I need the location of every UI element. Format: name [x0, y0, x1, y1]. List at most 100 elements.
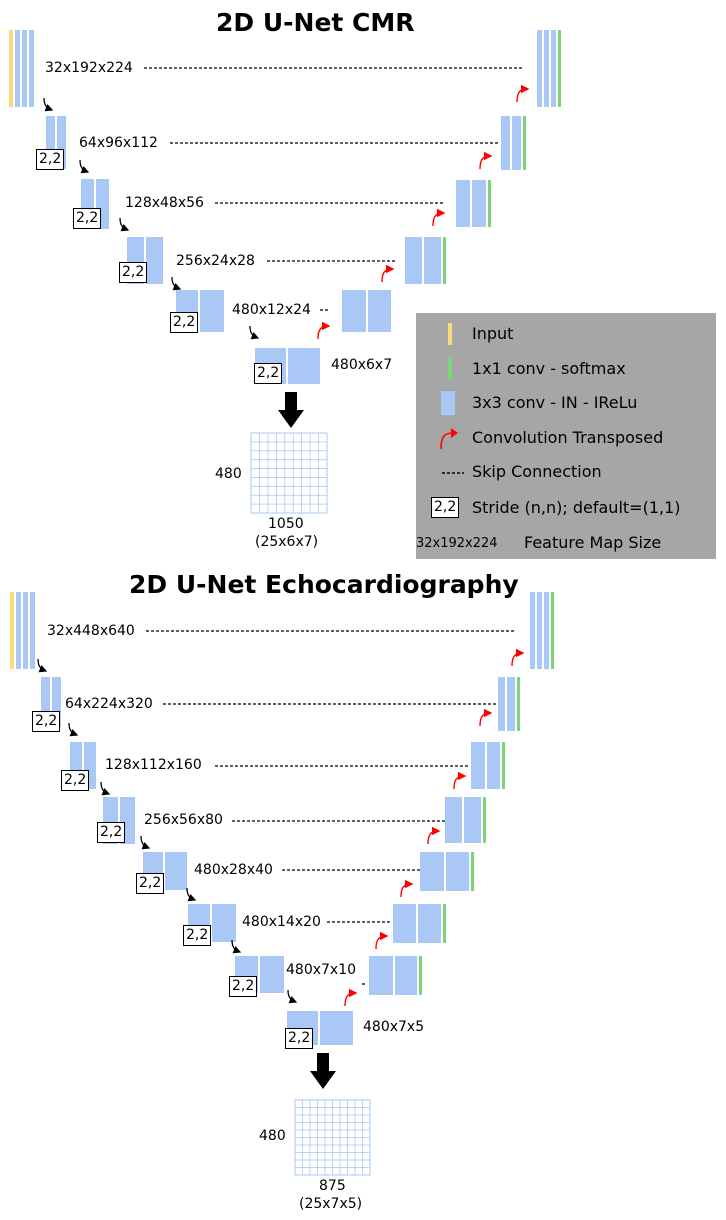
legend-label: 3x3 conv - IN - IReLu: [472, 393, 638, 412]
echo-decoder-block: [537, 592, 542, 669]
cmr-encoder-block: [29, 30, 34, 107]
echo-level-label: 480x28x40: [194, 862, 273, 878]
echo-decoder-block: [551, 592, 554, 669]
legend-item-transposed: Convolution Transposed: [416, 425, 716, 451]
echo-decoder-block: [507, 677, 515, 731]
upsample-arrow: [479, 708, 493, 727]
echo-decoder-block: [420, 852, 444, 891]
upsample-arrow: [317, 321, 331, 340]
cmr-decoder-block: [443, 237, 446, 284]
input-swatch: [448, 323, 452, 345]
upsample-arrow: [516, 84, 530, 103]
cmr-stride-box: 2,2: [119, 262, 148, 283]
legend-item-feature-map: 32x192x224 Feature Map Size: [416, 530, 716, 556]
downsample-arrow: [79, 159, 90, 174]
legend-item-skip: Skip Connection: [416, 459, 716, 485]
echo-level-label: 480x7x10: [286, 962, 357, 978]
cmr-bottleneck-label: 480x6x7: [331, 357, 393, 373]
echo-decoder-block: [471, 852, 474, 891]
cmr-decoder-block: [405, 237, 422, 284]
upsample-arrow: [427, 826, 441, 845]
upsample-arrow: [400, 879, 414, 898]
echo-encoder-block: [30, 592, 35, 669]
cmr-decoder-block: [501, 116, 510, 170]
cmr-stride-box: 2,2: [73, 208, 102, 229]
legend-label: Feature Map Size: [524, 533, 662, 552]
echo-decoder-block: [483, 797, 486, 843]
cmr-decoder-block: [342, 290, 366, 332]
upsample-arrow: [381, 264, 395, 283]
echo-decoder-block: [544, 592, 549, 669]
downsample-arrow: [37, 658, 48, 673]
echo-decoder-block: [443, 904, 446, 943]
cmr-level-label: 32x192x224: [45, 60, 133, 76]
echo-grid-cols-label: 875: [319, 1178, 346, 1194]
legend-label: Input: [472, 324, 514, 343]
legend-panel: Input 1x1 conv - softmax 3x3 conv - IN -…: [416, 313, 716, 559]
legend-item-input: Input: [416, 321, 716, 347]
cmr-decoder-block: [424, 237, 441, 284]
echo-stride-box: 2,2: [32, 711, 61, 732]
echo-stride-box: 2,2: [229, 976, 258, 997]
echo-encoder-block: [165, 852, 187, 890]
conv-block-swatch: [441, 391, 455, 415]
echo-decoder-block: [471, 742, 485, 789]
cmr-encoder-block: [15, 30, 20, 107]
output-grid: [250, 432, 328, 514]
cmr-encoder-block: [200, 290, 224, 332]
cmr-decoder-block: [523, 116, 526, 170]
downsample-arrow: [100, 781, 111, 796]
echo-level-label: 64x224x320: [65, 696, 153, 712]
legend-feature-map-example: 32x192x224: [416, 536, 498, 551]
echo-decoder-block: [464, 797, 481, 843]
cmr-decoder-block: [456, 180, 470, 227]
echo-decoder-block: [393, 904, 416, 943]
echo-stride-box: 2,2: [136, 873, 165, 894]
cmr-level-label: 480x12x24: [232, 302, 311, 318]
echo-grid-rows-label: 480: [259, 1128, 286, 1144]
cmr-decoder-block: [512, 116, 521, 170]
echo-stride-box: 2,2: [61, 770, 90, 791]
echo-level-label: 480x14x20: [242, 914, 321, 930]
legend-stride-box: 2,2: [431, 497, 460, 518]
cmr-decoder-block: [558, 30, 561, 107]
echo-encoder-block: [23, 592, 28, 669]
echo-decoder-block: [498, 677, 505, 731]
cmr-level-label: 128x48x56: [125, 195, 204, 211]
cmr-decoder-block: [368, 290, 391, 332]
upsample-arrow: [479, 151, 493, 170]
cmr-grid-sub-label: (25x6x7): [255, 534, 319, 550]
legend-item-stride: 2,2 Stride (n,n); default=(1,1): [416, 495, 716, 521]
echo-decoder-block: [446, 852, 469, 891]
cmr-decoder-block: [537, 30, 542, 107]
flatten-arrow: [278, 392, 304, 428]
upsample-arrow: [453, 771, 467, 790]
cmr-stride-box: 2,2: [170, 312, 199, 333]
echo-encoder-block: [16, 592, 21, 669]
echo-stride-box: 2,2: [97, 822, 126, 843]
downsample-arrow: [140, 835, 151, 850]
echo-decoder-block: [517, 677, 520, 731]
echo-encoder-block: [212, 904, 236, 942]
cmr-encoder-block: [9, 30, 13, 107]
echo-stride-box: 2,2: [285, 1028, 314, 1049]
echo-decoder-block: [418, 904, 441, 943]
echo-level-label: 32x448x640: [47, 623, 135, 639]
cmr-encoder-block: [22, 30, 27, 107]
cmr-bottleneck-block: [288, 348, 320, 384]
echo-level-label: 256x56x80: [144, 812, 223, 828]
echo-decoder-block: [369, 956, 393, 995]
echo-decoder-block: [445, 797, 462, 843]
echo-stride-box: 2,2: [183, 925, 212, 946]
cmr-decoder-block: [472, 180, 486, 227]
echo-grid-sub-label: (25x7x5): [299, 1196, 363, 1212]
cmr-grid-rows-label: 480: [215, 466, 242, 482]
downsample-arrow: [231, 939, 242, 954]
legend-label: 1x1 conv - softmax: [472, 359, 626, 378]
legend-label: Stride (n,n); default=(1,1): [472, 498, 681, 517]
cmr-stride-box: 2,2: [254, 363, 283, 384]
echo-encoder-block: [260, 956, 284, 993]
skip-line-icon: [442, 472, 464, 474]
